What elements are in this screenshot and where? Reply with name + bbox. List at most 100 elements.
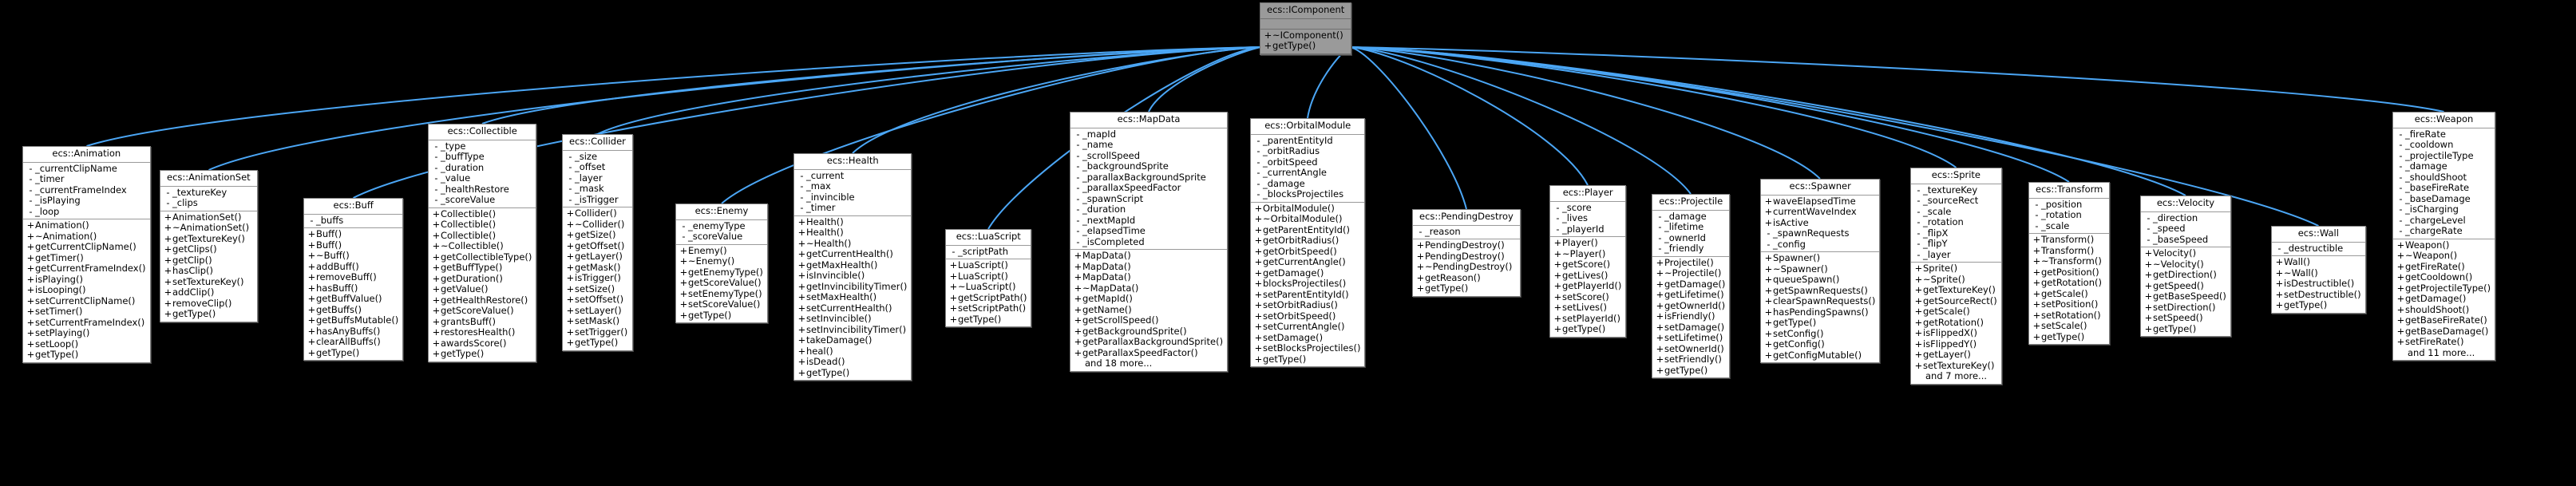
class-box-icomponent[interactable]: ecs::IComponent+~IComponent()+getType() bbox=[1260, 2, 1352, 55]
member-label: ~Collider() bbox=[575, 218, 625, 230]
member-label: _mask bbox=[575, 183, 604, 194]
member-label: PendingDestroy() bbox=[1425, 239, 1505, 251]
class-box-orbital-module[interactable]: ecs::OrbitalModule-_parentEntityId-_orbi… bbox=[1250, 118, 1366, 367]
member-label: getType() bbox=[575, 337, 619, 348]
visibility-marker: - bbox=[1256, 145, 1260, 156]
class-title: ecs::Spawner bbox=[1761, 180, 1880, 196]
member-row: +getParallaxSpeedFactor() bbox=[1070, 348, 1227, 359]
member-row: +getType() bbox=[2029, 332, 2109, 343]
class-box-enemy[interactable]: ecs::Enemy-_enemyType-_scoreValue+Enemy(… bbox=[675, 203, 768, 323]
member-label: addClip() bbox=[172, 286, 215, 298]
visibility-marker: - bbox=[682, 219, 686, 231]
member-row: +queueSpawn() bbox=[1761, 275, 1879, 286]
visibility-marker: - bbox=[434, 140, 438, 152]
member-label: getScoreValue() bbox=[441, 305, 514, 316]
visibility-marker: - bbox=[1076, 171, 1080, 183]
member-row: +getType() bbox=[676, 310, 767, 322]
attributes-section: +waveElapsedTime+currentWaveIndex+isActi… bbox=[1761, 196, 1880, 252]
class-box-buff[interactable]: ecs::Buff-_buffs+Buff()+Buff()+~Buff()+a… bbox=[303, 198, 404, 361]
member-row: +Projectile() bbox=[1652, 258, 1729, 269]
member-row: +getOrbitRadius() bbox=[1251, 235, 1364, 247]
visibility-marker: + bbox=[949, 270, 958, 282]
member-label: OrbitalModule() bbox=[1263, 202, 1335, 214]
member-label: setFireRate() bbox=[2405, 336, 2464, 347]
class-box-animation[interactable]: ecs::Animation-_currentClipName-_timer-_… bbox=[22, 146, 151, 363]
member-label: _backgroundSprite bbox=[1082, 160, 1169, 172]
class-box-transform[interactable]: ecs::Transform-_position-_rotation-_scal… bbox=[2028, 182, 2111, 345]
visibility-marker: + bbox=[2396, 282, 2405, 294]
member-row: +~OrbitalModule() bbox=[1251, 214, 1364, 225]
class-box-wall[interactable]: ecs::Wall-_destructible+Wall()+~Wall()+i… bbox=[2271, 226, 2366, 314]
class-box-sprite[interactable]: ecs::Sprite-_textureKey-_sourceRect-_sca… bbox=[1910, 168, 2002, 385]
visibility-marker: - bbox=[2399, 160, 2403, 172]
visibility-marker: + bbox=[1914, 273, 1923, 285]
member-label: getCooldown() bbox=[2405, 271, 2473, 283]
visibility-marker: + bbox=[307, 239, 316, 251]
class-box-weapon[interactable]: ecs::Weapon-_fireRate-_cooldown-_project… bbox=[2392, 112, 2496, 361]
visibility-marker: - bbox=[1658, 221, 1662, 232]
member-row: +getTextureKey() bbox=[160, 234, 257, 245]
member-row: +getSpeed() bbox=[2141, 281, 2230, 292]
class-box-health[interactable]: ecs::Health-_current-_max-_invincible-_t… bbox=[793, 153, 912, 381]
member-label: _scoreValue bbox=[688, 231, 743, 242]
member-label: setScriptPath() bbox=[958, 302, 1027, 314]
member-row: +getType() bbox=[2141, 324, 2230, 335]
visibility-marker: + bbox=[1656, 289, 1664, 300]
member-row: +getTimer() bbox=[23, 253, 150, 264]
class-title: ecs::LuaScript bbox=[946, 230, 1031, 246]
member-row: +getDamage() bbox=[1652, 279, 1729, 290]
visibility-marker: + bbox=[26, 230, 35, 242]
class-box-projectile[interactable]: ecs::Projectile-_damage-_lifetime-_owner… bbox=[1652, 194, 1731, 378]
member-row: +getType() bbox=[1761, 318, 1879, 329]
visibility-marker: + bbox=[2032, 309, 2041, 321]
member-label: isFriendly() bbox=[1664, 310, 1715, 322]
member-row: -_lifetime bbox=[1652, 222, 1729, 233]
class-box-spawner[interactable]: ecs::Spawner+waveElapsedTime+currentWave… bbox=[1760, 179, 1881, 363]
class-box-player[interactable]: ecs::Player-_score-_lives-_playerId+Play… bbox=[1549, 185, 1627, 338]
member-label: setDestructible() bbox=[2284, 288, 2361, 300]
visibility-marker: - bbox=[2399, 149, 2403, 161]
visibility-marker: + bbox=[307, 293, 316, 304]
visibility-marker: + bbox=[2396, 325, 2405, 337]
member-row: +isFriendly() bbox=[1652, 311, 1729, 322]
member-label: _blocksProjectiles bbox=[1263, 188, 1344, 200]
visibility-marker: + bbox=[1553, 323, 1562, 334]
member-label: Wall() bbox=[2284, 256, 2311, 267]
class-box-velocity[interactable]: ecs::Velocity-_direction-_speed-_baseSpe… bbox=[2140, 196, 2231, 337]
member-label: _loop bbox=[35, 205, 60, 217]
visibility-marker: + bbox=[797, 366, 806, 378]
member-row: +hasAnyBuffs() bbox=[304, 326, 402, 338]
member-row: +getOrbitSpeed() bbox=[1251, 247, 1364, 258]
class-box-collider[interactable]: ecs::Collider-_size-_offset-_layer-_mask… bbox=[562, 134, 633, 351]
member-row: +Velocity() bbox=[2141, 248, 2230, 259]
visibility-marker: + bbox=[1764, 327, 1773, 339]
member-label: _config bbox=[1773, 238, 1806, 250]
visibility-marker: + bbox=[1074, 293, 1082, 304]
member-label: setTextureKey() bbox=[1923, 359, 1995, 371]
visibility-marker: + bbox=[679, 277, 688, 288]
member-label: _lives bbox=[1562, 212, 1589, 223]
class-box-animation-set[interactable]: ecs::AnimationSet-_textureKey-_clips+Ani… bbox=[160, 170, 258, 322]
member-label: setCurrentClipName() bbox=[35, 294, 136, 306]
visibility-marker: - bbox=[1076, 192, 1080, 204]
class-box-collectible[interactable]: ecs::Collectible-_type-_buffType-_durati… bbox=[428, 124, 537, 362]
visibility-marker: - bbox=[2399, 192, 2403, 204]
class-title: ecs::Animation bbox=[23, 147, 150, 163]
member-row: -_textureKey bbox=[160, 188, 257, 199]
member-row: +grantsBuff() bbox=[429, 317, 536, 328]
member-label: getEnemyType() bbox=[688, 266, 763, 278]
class-box-lua-script[interactable]: ecs::LuaScript-_scriptPath+LuaScript()+L… bbox=[945, 229, 1032, 327]
visibility-marker: + bbox=[164, 275, 172, 287]
visibility-marker: - bbox=[2399, 171, 2403, 183]
member-row: -_elapsedTime bbox=[1070, 226, 1227, 237]
inheritance-edge bbox=[1148, 46, 1262, 113]
visibility-marker: + bbox=[26, 338, 35, 350]
visibility-marker: + bbox=[1254, 213, 1263, 224]
member-row: +heal() bbox=[794, 346, 911, 358]
class-box-map-data[interactable]: ecs::MapData-_mapId-_name-_scrollSpeed-_… bbox=[1070, 112, 1229, 372]
member-label: getCurrentHealth() bbox=[806, 248, 893, 259]
class-title: ecs::Buff bbox=[304, 199, 403, 215]
class-box-pending-destroy[interactable]: ecs::PendingDestroy-_reason+PendingDestr… bbox=[1412, 209, 1521, 297]
visibility-marker: + bbox=[566, 239, 575, 251]
attributes-section: -_fireRate-_cooldown-_projectileType-_da… bbox=[2393, 128, 2495, 239]
